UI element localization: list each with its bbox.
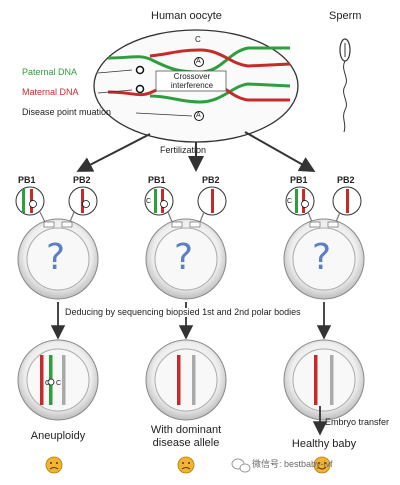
result-embryo-1 <box>17 339 99 421</box>
crossover-text-2: interference <box>170 81 214 90</box>
outcome-line: disease allele <box>152 437 220 449</box>
unknown-question-mark: ? <box>46 237 66 278</box>
embryo-1 <box>15 186 99 300</box>
pb2-label: PB2 <box>73 175 91 185</box>
marker-c-top: C <box>195 35 201 44</box>
centromere-marker <box>135 84 145 94</box>
disease-mutation-label: Disease point muation <box>22 107 112 117</box>
marker-a-bottom: A <box>196 112 201 119</box>
polar-body-1 <box>144 186 174 216</box>
outcome-dominant-allele: With dominant disease allele <box>140 424 232 450</box>
pb2-label: PB2 <box>337 175 355 185</box>
outcome-aneuploidy: Aneuploidy <box>20 430 96 443</box>
embryo-2 <box>144 186 227 300</box>
wechat-icon <box>231 458 251 473</box>
sperm-icon <box>339 38 351 133</box>
sperm-title: Sperm <box>329 10 362 22</box>
mutation-marker <box>194 111 204 121</box>
paternal-chromosome-lower <box>149 82 291 104</box>
maternal-chromosome-upper <box>149 48 291 68</box>
pb-marker-c: C <box>146 198 152 205</box>
sad-face-icon <box>177 456 195 474</box>
result-embryo-3 <box>283 339 365 421</box>
embryo-3 <box>283 186 365 300</box>
crossover-label: Crossover interference <box>157 72 227 90</box>
oocyte-title: Human oocyte <box>151 10 222 22</box>
unknown-question-mark: ? <box>312 237 332 278</box>
result-marker-c: C <box>56 380 62 387</box>
marker-a-top: A <box>196 58 201 65</box>
result-embryo-2 <box>145 339 227 421</box>
maternal-dna-label: Maternal DNA <box>22 87 79 97</box>
oocyte <box>93 29 299 143</box>
outcome-healthy-baby: Healthy baby <box>284 438 364 451</box>
unknown-question-mark: ? <box>174 237 194 278</box>
mutation-marker <box>194 57 204 67</box>
crossover-box <box>155 70 227 92</box>
pb2-label: PB2 <box>202 175 220 185</box>
happy-face-icon <box>313 456 331 474</box>
outcome-line: Healthy baby <box>291 438 357 450</box>
result-marker-c: C <box>45 380 51 387</box>
mutation-pointer <box>135 112 193 117</box>
paternal-pointer <box>97 69 133 74</box>
sad-face-icon <box>45 456 63 474</box>
pb1-label: PB1 <box>148 175 166 185</box>
crossover-text-1: Crossover <box>173 72 211 81</box>
fertilization-label: Fertilization <box>160 145 207 155</box>
embryo-transfer-label: Embryo transfer <box>325 417 390 427</box>
pb1-label: PB1 <box>290 175 308 185</box>
outcome-line: Aneuploidy <box>30 430 86 442</box>
maternal-pointer <box>97 89 133 94</box>
centromere-marker <box>135 65 145 75</box>
pb-marker-c: C <box>287 198 293 205</box>
polar-body-1 <box>285 186 315 216</box>
paternal-dna-label: Paternal DNA <box>22 67 78 77</box>
pb1-label: PB1 <box>18 175 36 185</box>
deduction-arrows <box>50 302 332 340</box>
deducing-label: Deducing by sequencing biopsied 1st and … <box>63 307 303 317</box>
fertilization-arrows <box>76 131 316 172</box>
watermark-text: 微信号: bestbaby-ivf <box>252 459 333 469</box>
outcome-line: With dominant <box>150 424 222 436</box>
